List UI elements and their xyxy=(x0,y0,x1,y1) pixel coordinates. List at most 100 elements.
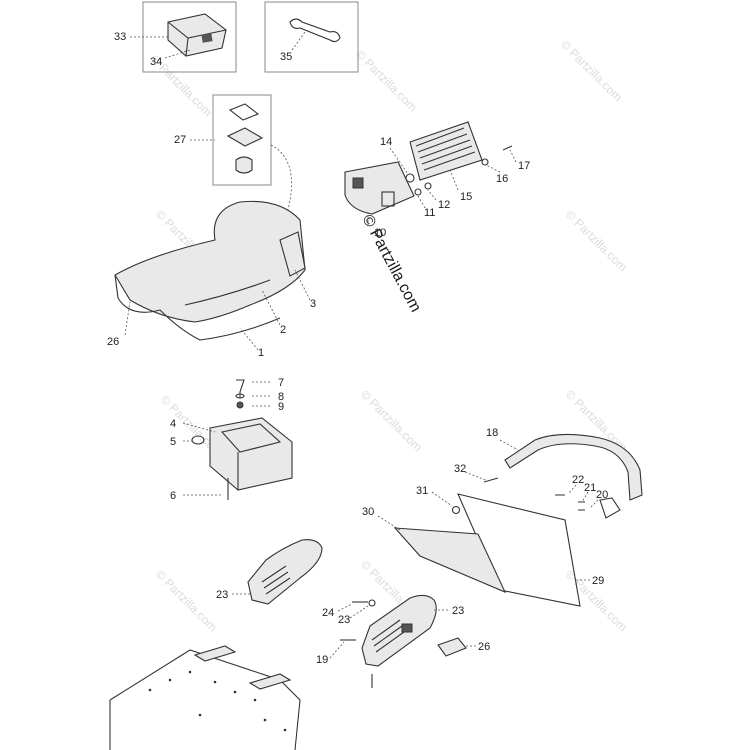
watermark: © Partzilla.com xyxy=(353,47,420,114)
callout-27: 26 xyxy=(107,336,119,348)
tail-light-lamp-icon xyxy=(381,191,395,207)
washer-31-icon xyxy=(451,505,461,515)
storage-box-icon xyxy=(209,417,293,491)
latch-plate-icon xyxy=(226,127,264,147)
washer-12-icon xyxy=(424,182,432,190)
storage-box-group: 7 8 9 4 5 6 xyxy=(170,377,293,502)
callout-23b: 23 xyxy=(452,605,464,617)
callout-21: 21 xyxy=(584,482,596,494)
leader-14 xyxy=(389,147,409,175)
washer-24-icon xyxy=(368,599,376,607)
leader-17 xyxy=(509,149,517,163)
tunnel-slot-icon xyxy=(193,645,237,662)
callout-33: 33 xyxy=(114,31,126,43)
seat-icon xyxy=(114,200,306,323)
leader-16 xyxy=(485,164,501,173)
leader-2 xyxy=(261,289,281,326)
callout-11: 11 xyxy=(424,207,435,219)
leader-1 xyxy=(239,327,259,351)
rear-bumper-icon xyxy=(504,433,643,501)
latch-gasket-icon xyxy=(228,103,260,121)
rivet-32-icon xyxy=(483,477,499,483)
rear-bumper-group: 18 22 21 20 xyxy=(486,427,643,519)
leader-22 xyxy=(567,484,577,495)
spanner-frame xyxy=(264,1,359,73)
callout-34: 34 xyxy=(150,56,162,68)
washer-5-icon xyxy=(191,435,205,445)
handle-insert-icon xyxy=(401,623,413,633)
leader-27 xyxy=(124,301,131,336)
handle-plate-26-icon xyxy=(437,637,467,657)
callout-19: 19 xyxy=(316,654,328,666)
watermark: © Partzilla.com xyxy=(153,567,220,634)
snow-flap-group: 32 31 30 29 xyxy=(362,463,604,607)
side-handle-right-group: 24 23 23 26 19 xyxy=(316,594,490,688)
tunnel-slot-icon xyxy=(248,673,292,690)
callout-25: 24 xyxy=(322,607,334,619)
callout-17: 17 xyxy=(518,160,530,172)
callout-15: 15 xyxy=(460,191,472,203)
side-handle-icon xyxy=(247,539,323,605)
bumper-fasteners-icon xyxy=(555,494,585,511)
seat-seam xyxy=(184,279,271,306)
leader-35 xyxy=(291,31,306,51)
nut-11-icon xyxy=(414,188,422,196)
screw-14-icon xyxy=(405,173,415,183)
leader-4 xyxy=(182,422,216,433)
callout-3: 3 xyxy=(310,298,316,310)
watermark-center: © Partzilla.com xyxy=(358,212,424,315)
snow-flap-plate-icon xyxy=(393,527,507,594)
watermark: © Partzilla.com xyxy=(558,37,625,104)
callout-8: 8 xyxy=(278,391,284,403)
side-handle-grille xyxy=(371,619,405,653)
seat-group: 26 1 2 3 xyxy=(107,200,316,359)
watermark-layer: © Partzilla.com © Partzilla.com © Partzi… xyxy=(148,37,630,634)
leader-12 xyxy=(427,189,437,201)
side-handle-grille xyxy=(261,565,291,595)
latch-post-icon xyxy=(235,156,253,174)
callout-22: 22 xyxy=(572,474,584,486)
callout-1: 1 xyxy=(258,347,264,359)
callout-35: 35 xyxy=(280,51,292,63)
callout-29: 29 xyxy=(592,575,604,587)
washer-8-icon xyxy=(235,393,245,399)
screw-17-icon xyxy=(502,145,513,151)
nut-9-icon xyxy=(236,401,244,409)
leader-3 xyxy=(294,269,311,301)
leader-19 xyxy=(329,641,345,659)
callout-5: 5 xyxy=(170,436,176,448)
leader-32 xyxy=(464,471,489,482)
callout-24: 23 xyxy=(338,614,350,626)
callout-6: 6 xyxy=(170,490,176,502)
tail-light-lens-icon xyxy=(409,121,483,181)
seat-base-icon xyxy=(114,274,281,341)
seat-latch-plate-icon xyxy=(279,231,306,277)
watermark: © Partzilla.com xyxy=(563,207,630,274)
callout-31: 31 xyxy=(416,485,428,497)
washer-16-icon xyxy=(481,158,489,166)
leader-25 xyxy=(337,603,353,612)
leader-15 xyxy=(449,169,459,191)
tunnel-holes xyxy=(148,670,287,732)
leader-30 xyxy=(377,515,401,531)
callout-2: 2 xyxy=(280,324,286,336)
callout-20: 20 xyxy=(596,489,608,501)
callout-16: 16 xyxy=(496,173,508,185)
bolt-7-icon xyxy=(236,379,245,398)
leader-20 xyxy=(589,499,599,509)
latch-plate-group: 27 xyxy=(174,94,292,211)
callout-26: 26 xyxy=(478,641,490,653)
leader-18 xyxy=(499,439,519,451)
tool-kit-group: 33 34 xyxy=(114,1,237,73)
latch-plate-frame xyxy=(212,94,272,186)
callout-7: 7 xyxy=(278,377,284,389)
callout-32: 32 xyxy=(454,463,466,475)
leader-28-arrow xyxy=(270,144,292,211)
callout-30: 30 xyxy=(362,506,374,518)
callout-9: 9 xyxy=(278,401,284,413)
callout-23a: 23 xyxy=(216,589,228,601)
side-handle-left-group: 23 xyxy=(216,539,323,605)
spanner-icon xyxy=(289,18,341,43)
